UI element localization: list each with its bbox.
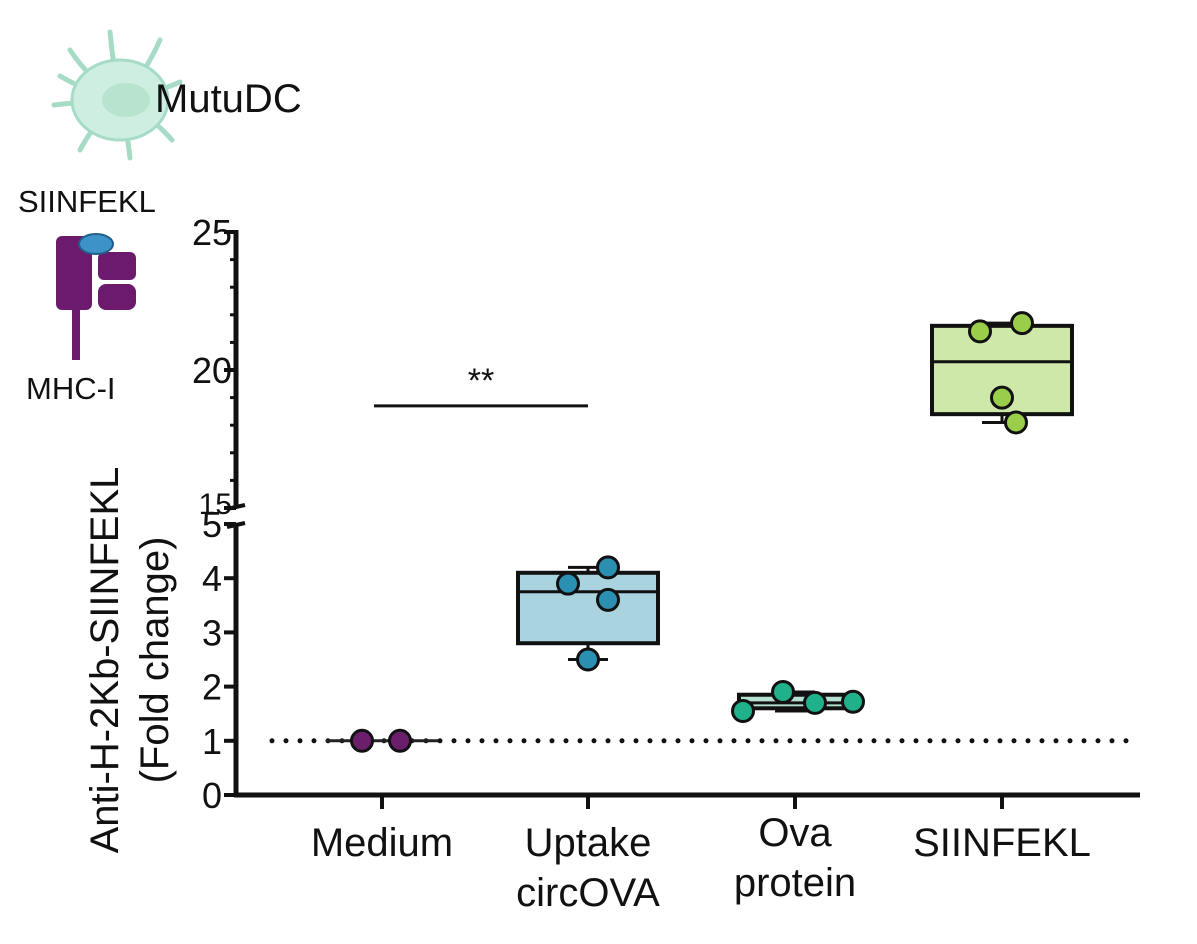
y-tick-label: 3 — [202, 612, 222, 653]
y-tick-label: 25 — [192, 212, 232, 253]
y-tick-label: 0 — [202, 775, 222, 816]
y-tick-label: 15 — [199, 488, 232, 521]
boxes — [326, 321, 1074, 743]
cell-label: MutuDC — [155, 77, 302, 121]
category-label: SIINFEKL — [913, 821, 1091, 865]
category-label: Uptake — [525, 821, 652, 865]
category-label: Medium — [311, 821, 453, 865]
data-point — [841, 689, 865, 714]
y-tick-label: 2 — [202, 667, 222, 708]
data-point — [1010, 311, 1034, 336]
mhc-alpha-right — [98, 252, 136, 280]
x-tick-labels: Medium Uptake circOVA Ova protein SIINFE… — [311, 811, 1091, 915]
mhc-beta2m — [98, 284, 136, 310]
data-point — [771, 680, 795, 705]
data-point — [731, 698, 755, 723]
category-label: protein — [734, 861, 856, 905]
cell-icon — [51, 29, 183, 161]
box — [516, 570, 660, 646]
y-tick-label: 5 — [202, 504, 222, 545]
y-axis-label-line-1: Anti-H-2Kb-SIINFEKL — [83, 467, 127, 854]
peptide-label: SIINFEKL — [18, 184, 156, 219]
data-point — [596, 555, 620, 580]
mhc-illustration: SIINFEKL MHC-I — [18, 184, 156, 406]
data-point — [990, 385, 1014, 410]
y-tick-label: 4 — [202, 558, 222, 599]
y-axis-label-line-2: (Fold change) — [133, 537, 177, 784]
data-point — [388, 728, 412, 753]
mhc-stalk — [72, 306, 80, 360]
category-label: circOVA — [516, 871, 660, 915]
y-tick-labels: 0 1 2 3 4 5 15 20 25 — [192, 212, 232, 816]
x-axis — [234, 792, 1140, 809]
y-axis-label: Anti-H-2Kb-SIINFEKL (Fold change) — [83, 467, 177, 854]
peptide-shape — [78, 233, 114, 255]
data-point — [803, 690, 827, 715]
data-point — [596, 587, 620, 612]
data-point — [350, 728, 374, 753]
y-axis — [224, 230, 246, 797]
data-point — [576, 647, 600, 672]
box-group — [516, 565, 660, 661]
box-group — [737, 690, 853, 713]
significance-label: ** — [468, 362, 494, 400]
y-tick-label: 1 — [202, 721, 222, 762]
cell-illustration: MutuDC — [51, 29, 302, 161]
mhc-alpha-left — [56, 236, 92, 310]
receptor-label: MHC-I — [26, 371, 116, 406]
y-tick-label: 20 — [192, 350, 232, 391]
data-point — [968, 319, 992, 344]
cell-nucleus — [102, 83, 150, 117]
data-point — [556, 571, 580, 596]
category-label: Ova — [758, 811, 832, 855]
significance-annotation: ** — [374, 362, 588, 408]
data-point — [1004, 410, 1028, 435]
data-points — [350, 311, 1034, 753]
mhc-icon — [56, 233, 136, 360]
